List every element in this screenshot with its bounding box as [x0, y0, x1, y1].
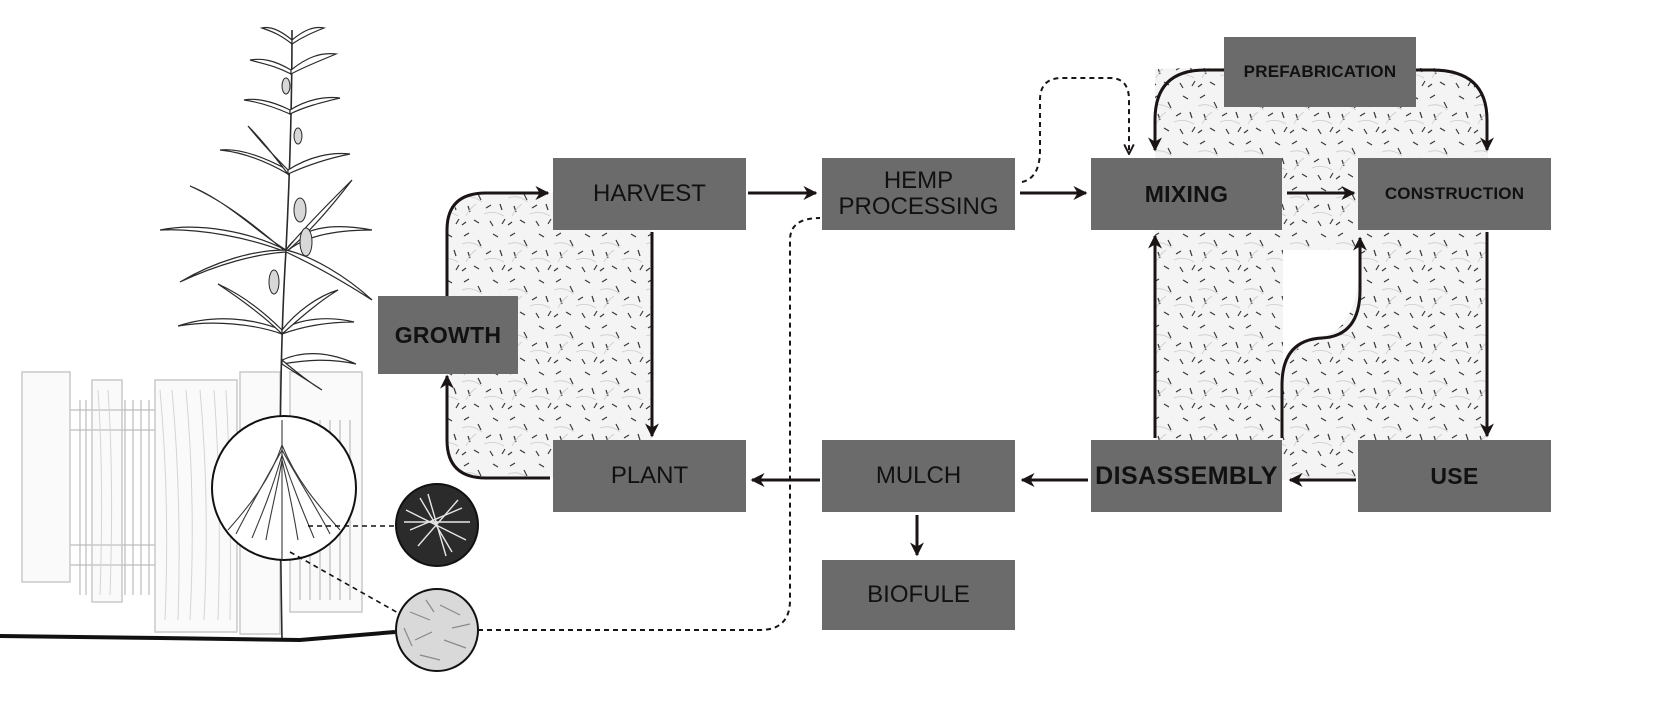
growth-node: GROWTH [378, 296, 518, 374]
plant-node: PLANT [553, 440, 746, 512]
harvest-node: HARVEST [553, 158, 746, 230]
construction-loop-arrows [1148, 68, 1494, 438]
flow-arrows [748, 186, 1356, 557]
root-detail-circle [211, 415, 357, 561]
dotted-routes [478, 77, 1129, 631]
ground-line [0, 630, 396, 643]
construction-loop-texture [1155, 68, 1488, 480]
disassembly-node: DISASSEMBLY [1091, 440, 1282, 512]
prefabrication-node: PREFABRICATION [1224, 37, 1416, 107]
mixing-node: MIXING [1091, 158, 1282, 230]
growth-loop-texture [447, 193, 652, 478]
mulch-node: MULCH [822, 440, 1015, 512]
use-node: USE [1358, 440, 1551, 512]
hurd-sample-circle [395, 588, 479, 672]
construction-node: CONSTRUCTION [1358, 158, 1551, 230]
growth-loop-arrows [440, 186, 659, 480]
biofule-node: BIOFULE [822, 560, 1015, 630]
hemp-processing-node: HEMP PROCESSING [822, 158, 1015, 230]
sample-leader-lines [289, 525, 401, 615]
fibre-sample-circle [395, 483, 479, 567]
